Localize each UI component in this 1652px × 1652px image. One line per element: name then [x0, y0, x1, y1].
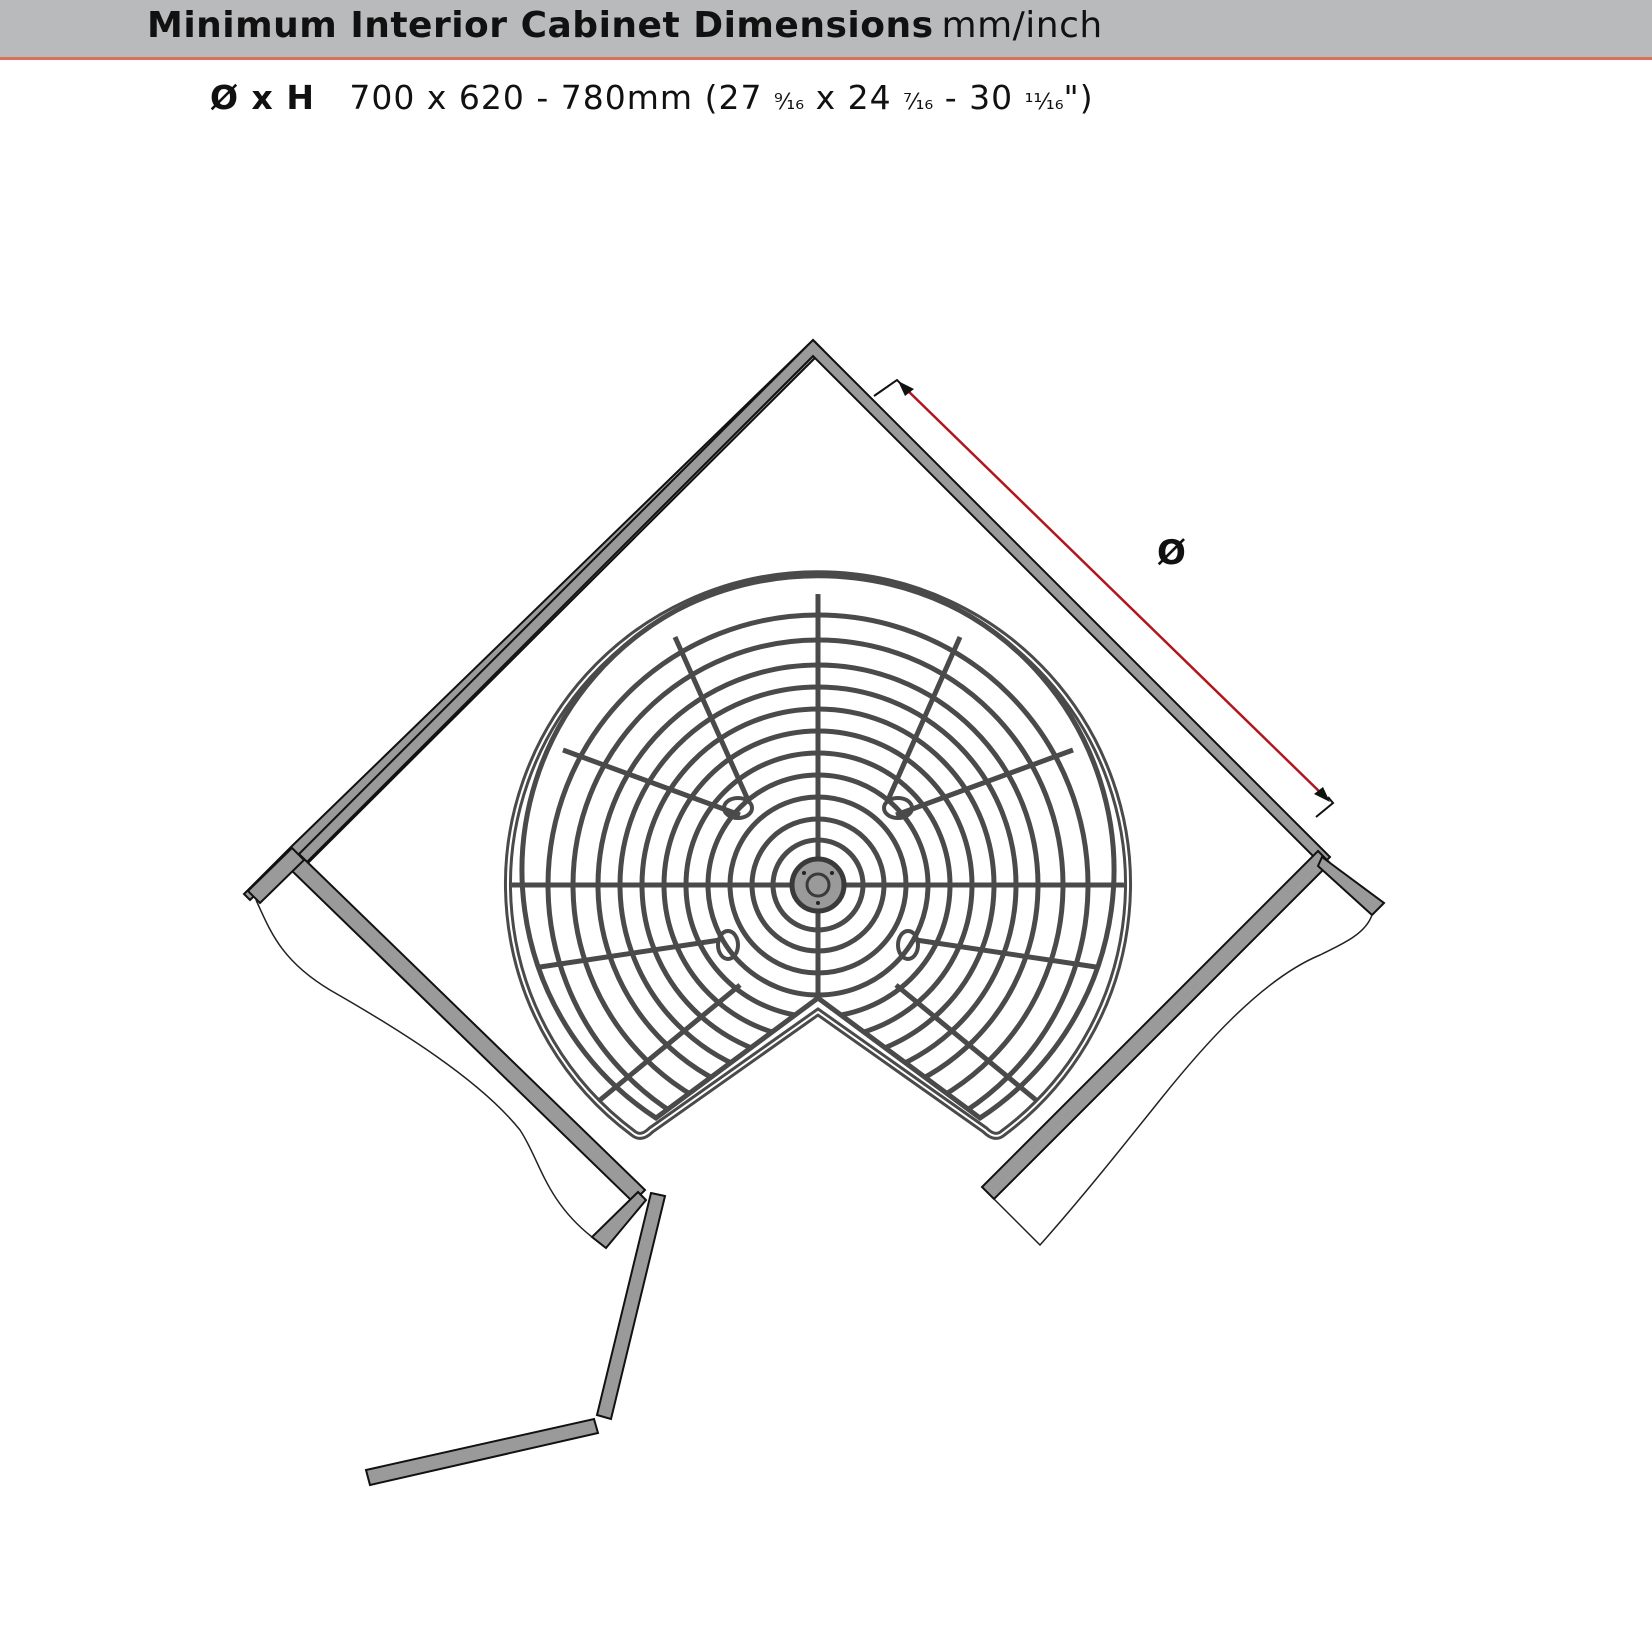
- diameter-dimension-arrow: [873, 378, 1335, 818]
- adjacent-cabinet-breaks: [255, 899, 1373, 1247]
- fraction: ¹¹⁄₁₆: [1024, 90, 1064, 115]
- door-leaf-1: [595, 1191, 667, 1421]
- dimension-spec: Ø x H 700 x 620 - 780mm (27 ⁹⁄₁₆ x 24 ⁷⁄…: [210, 78, 1094, 123]
- imperial-part: (27: [704, 78, 774, 117]
- dimension-symbols: Ø x H: [210, 78, 315, 117]
- fraction: ⁹⁄₁₆: [773, 90, 805, 115]
- title-text: Minimum Interior Cabinet Dimensions: [147, 5, 934, 46]
- bifold-door: [364, 1191, 667, 1487]
- imperial-part: x 24: [804, 78, 904, 117]
- unit-label: mm/inch: [941, 5, 1103, 46]
- center-pivot-hub: [789, 856, 847, 914]
- diameter-label: Ø: [1157, 533, 1186, 573]
- door-leaf-2: [364, 1417, 600, 1487]
- imperial-part: "): [1063, 78, 1094, 117]
- right-side-panel: [980, 849, 1332, 1201]
- fraction: ⁷⁄₁₆: [903, 90, 934, 115]
- imperial-part: - 30: [933, 78, 1025, 117]
- corner-cabinet-walls: [242, 338, 1386, 1250]
- metric-dimensions: 700 x 620 - 780mm: [349, 78, 694, 117]
